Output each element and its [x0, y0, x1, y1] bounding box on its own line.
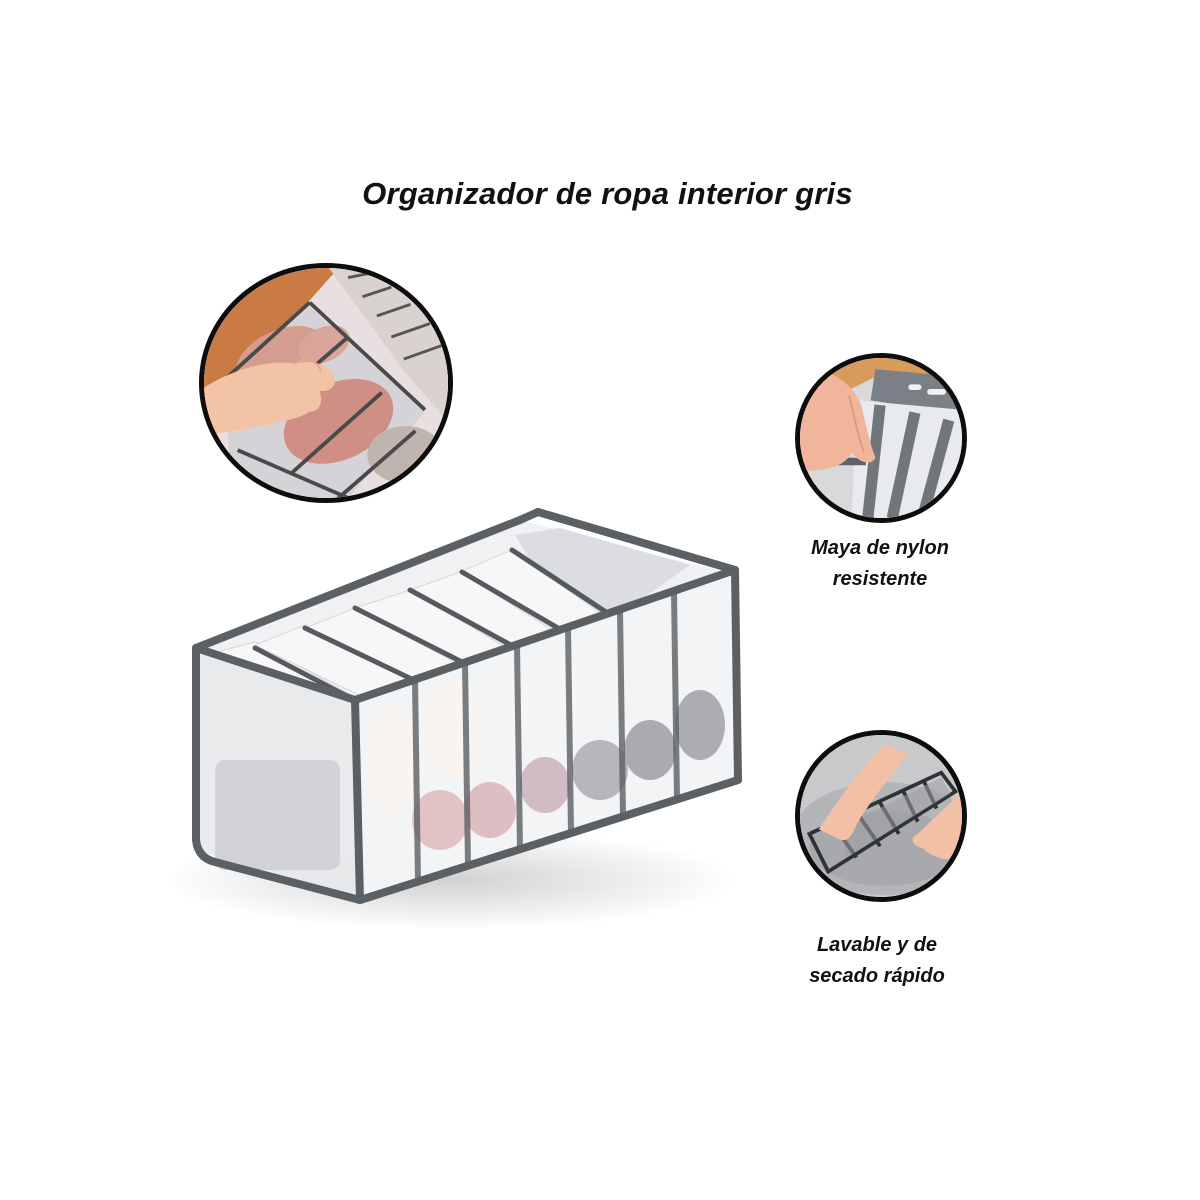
- hand-drawer-organizer-icon: [204, 268, 448, 498]
- feature-caption-washable: Lavable y de secado rápido: [757, 930, 997, 992]
- page-title: Organizador de ropa interior gris: [362, 176, 853, 211]
- drawer-organizer-photo-circle: [199, 263, 453, 503]
- feature-caption-nylon: Maya de nylon resistente: [760, 533, 1000, 595]
- washable-photo-circle: [795, 730, 967, 902]
- caption-line: resistente: [832, 568, 928, 590]
- organizer-product-image: [175, 500, 755, 940]
- washing-organizer-icon: [800, 735, 962, 897]
- nylon-mesh-photo-circle: [795, 353, 967, 523]
- caption-line: Maya de nylon: [811, 537, 949, 559]
- caption-line: Lavable y de: [816, 934, 938, 956]
- mesh-organizer-box-icon: [175, 508, 742, 930]
- nylon-mesh-closeup-icon: [800, 358, 962, 518]
- caption-line: secado rápido: [809, 965, 945, 987]
